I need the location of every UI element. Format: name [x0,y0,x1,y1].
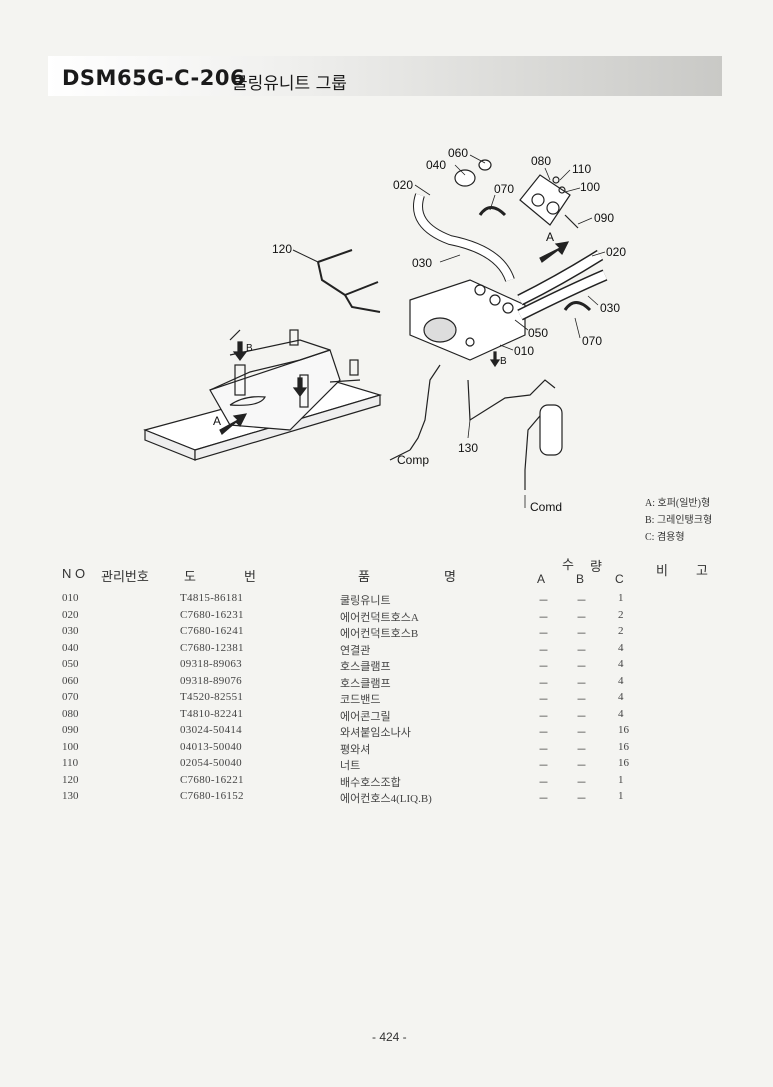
callout-070-upper: 070 [494,182,515,196]
callout-040: 040 [426,158,447,172]
header-remarks-2: 고 [696,563,708,578]
callout-110: 110 [572,162,592,176]
header-qty-a: A [537,572,546,586]
header-qty-2: 량 [590,559,602,574]
legend-a: A: 호퍼(일반)형 [645,498,711,509]
air-con-grill [519,174,579,229]
legend-b: B: 그레인탱크형 [645,515,713,526]
header-qty-b: B [576,572,585,586]
callout-030-upper: 030 [412,256,433,270]
header-remarks-1: 비 [656,563,668,578]
header-drawing-1: 도 [184,569,196,584]
header-management-no: 관리번호 [101,569,149,584]
group-name: 쿨링유니트 그룹 [232,74,347,94]
header-no: N O [62,566,86,581]
group-code: DSM65G-C-206 [62,66,246,90]
direction-arrows [219,241,570,435]
callout-020-lower: 020 [606,245,627,259]
callout-020-upper: 020 [393,178,414,192]
title-bar [48,56,722,96]
arrow-label-a-top: A [546,230,555,244]
comd-label: Comd [530,500,563,514]
page-number: - 424 - [372,1030,407,1044]
callout-090: 090 [594,211,615,225]
drain-hose-assembly [292,249,381,313]
callout-120: 120 [272,242,293,256]
header-name-2: 명 [444,569,456,584]
platform-frame [143,329,383,461]
callout-050: 050 [528,326,549,340]
exploded-parts-diagram [143,154,608,508]
callout-080: 080 [531,154,552,168]
header-qty-1: 수 [562,557,574,572]
air-duct-hose-upper [413,159,515,282]
header-qty-c: C [615,572,624,586]
comp-label: Comp [397,453,430,467]
callout-130: 130 [458,441,479,455]
arrow-label-a-bottom: A [213,414,222,428]
callout-060: 060 [448,146,469,160]
callout-030-lower: 030 [600,301,621,315]
refrigerant-lines [389,364,563,490]
header-drawing-2: 번 [244,569,256,584]
callout-100: 100 [580,180,601,194]
header-name-1: 품 [358,569,370,584]
air-duct-hoses-lower [517,249,608,321]
legend-c: C: 겸용형 [645,532,685,543]
callout-070-lower: 070 [582,334,603,348]
callout-010: 010 [514,344,535,358]
leader-lines [414,154,606,508]
cooling-unit-body [409,279,526,361]
arrow-label-b-right: B [500,356,507,367]
arrow-label-b-left: B [246,343,253,354]
